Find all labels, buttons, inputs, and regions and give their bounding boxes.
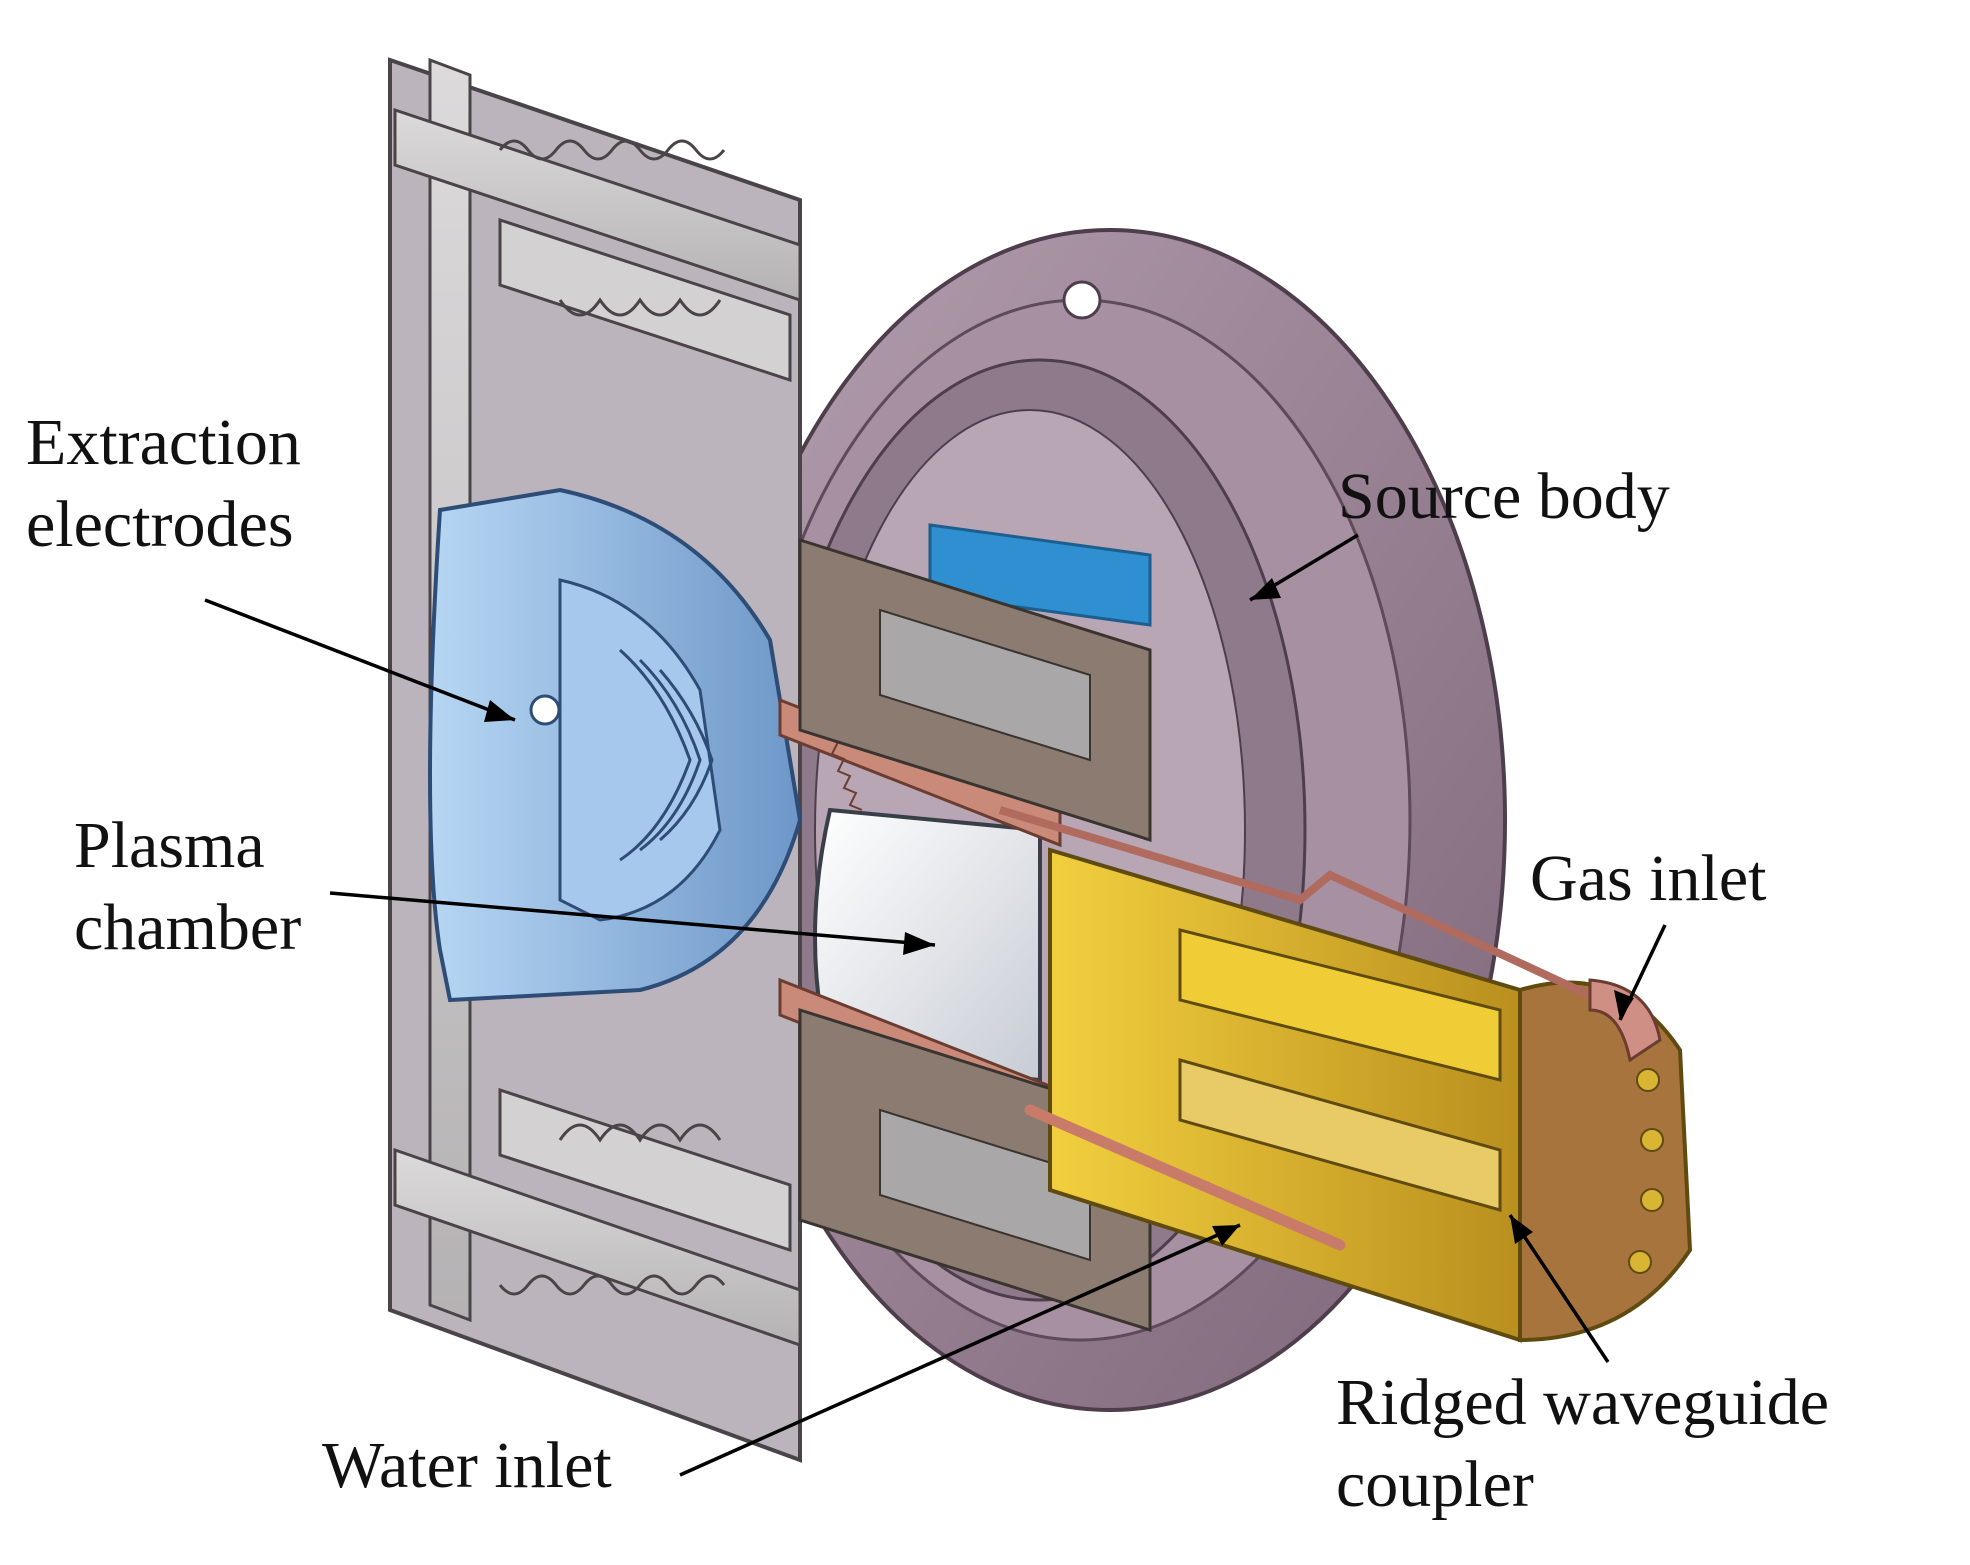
arrow-ridged-waveguide-coupler	[1510, 1215, 1533, 1244]
label-extraction-line2: electrodes	[26, 488, 294, 561]
label-ridged-line2: coupler	[1336, 1448, 1534, 1521]
arrow-water-inlet	[1212, 1225, 1240, 1246]
ridged-waveguide-coupler	[1048, 847, 1693, 1343]
label-plasma-line1: Plasma	[74, 809, 265, 882]
label-extraction-electrodes: Extraction electrodes	[26, 402, 301, 566]
label-source-body: Source body	[1338, 460, 1670, 533]
extraction-electrodes	[428, 487, 803, 1003]
arrow-plasma-chamber	[903, 932, 935, 955]
label-plasma-line2: chamber	[74, 891, 302, 964]
arrow-gas-inlet	[1614, 990, 1634, 1020]
leader-arrowheads	[484, 578, 1634, 1246]
arrow-source-body	[1250, 578, 1281, 600]
label-extraction-line1: Extraction	[26, 406, 301, 479]
arrow-extraction-electrodes	[484, 700, 515, 722]
water-inlet-tube	[1024, 1104, 1346, 1251]
label-water-inlet: Water inlet	[322, 1429, 612, 1502]
label-plasma-chamber: Plasma chamber	[74, 805, 301, 969]
label-ridged-waveguide-coupler: Ridged waveguide coupler	[1336, 1362, 1829, 1526]
label-ridged-line1: Ridged waveguide	[1336, 1366, 1830, 1439]
label-gas-inlet: Gas inlet	[1530, 842, 1767, 915]
